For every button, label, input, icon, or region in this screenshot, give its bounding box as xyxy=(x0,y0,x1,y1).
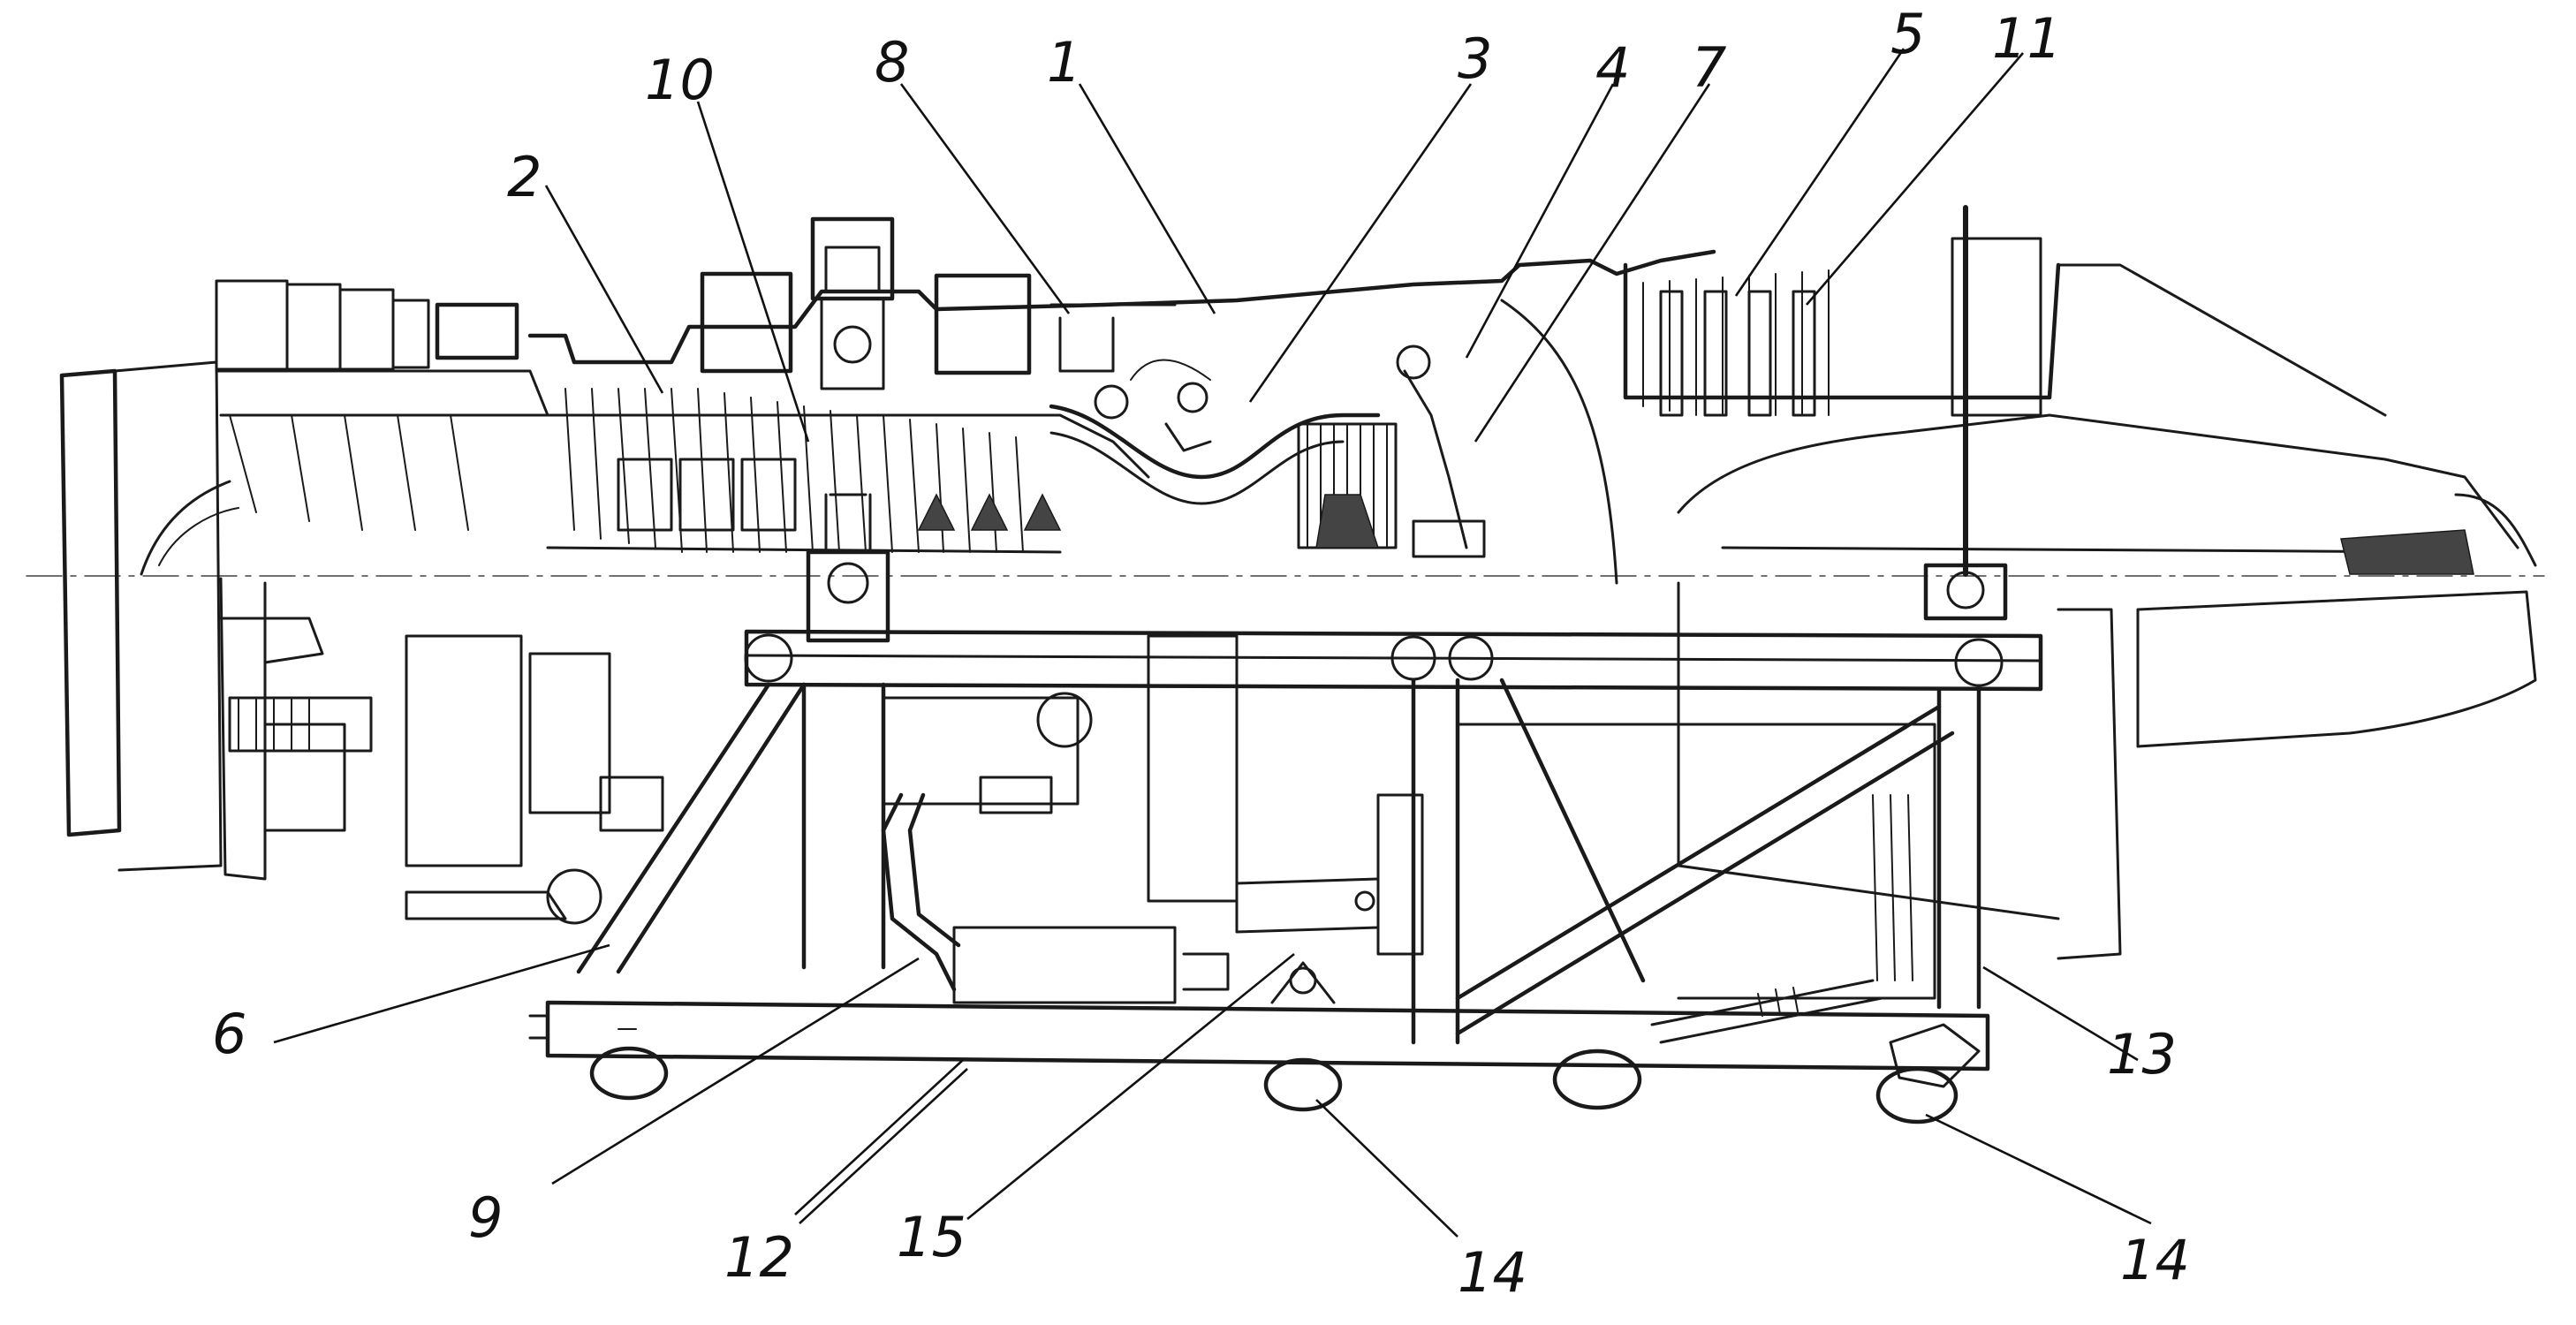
callout-12: 12 xyxy=(724,1225,794,1290)
combustor-region xyxy=(1049,344,1486,558)
trolley-wheels xyxy=(589,1023,1981,1124)
callout-1: 1 xyxy=(1047,30,1081,95)
callout-7: 7 xyxy=(1692,35,1726,100)
trolley-pumps-and-pipes xyxy=(881,634,1424,1004)
callout-10: 10 xyxy=(645,48,715,112)
trolley-lower-frame xyxy=(545,1000,1990,1071)
compressor-blade-rows xyxy=(546,388,1150,554)
callout-8: 8 xyxy=(875,30,909,95)
callout-4: 4 xyxy=(1595,35,1630,100)
engine-lower-casing xyxy=(1677,581,2122,960)
engine-inlet xyxy=(59,279,549,872)
callout-11: 11 xyxy=(1992,6,2062,71)
engine-top-housings xyxy=(700,216,1177,390)
callout-15: 15 xyxy=(897,1205,966,1269)
engine-mount-rear xyxy=(1923,563,2008,621)
callout-2: 2 xyxy=(507,145,542,209)
trolley-tow-bar xyxy=(1650,979,1883,1044)
callout-labels: 1 2 3 4 5 6 7 8 9 10 11 12 13 14 14 15 xyxy=(212,2,2190,1305)
callout-14-right: 14 xyxy=(2120,1228,2190,1292)
callout-5: 5 xyxy=(1890,2,1925,66)
engine-mount-front xyxy=(806,493,890,643)
accessory-gearbox xyxy=(219,577,664,925)
callout-leaders xyxy=(273,48,2152,1238)
callout-6: 6 xyxy=(212,1002,246,1066)
callout-13: 13 xyxy=(2107,1022,2177,1086)
engine-assembly xyxy=(26,205,2545,960)
callout-9: 9 xyxy=(468,1185,503,1250)
compressor-casing xyxy=(527,249,1716,365)
callout-14-left: 14 xyxy=(1458,1240,1527,1305)
callout-3: 3 xyxy=(1458,26,1492,91)
transport-trolley xyxy=(528,493,2043,1124)
exhaust-nozzle xyxy=(2136,590,2537,748)
turbine-section xyxy=(1500,205,2537,585)
